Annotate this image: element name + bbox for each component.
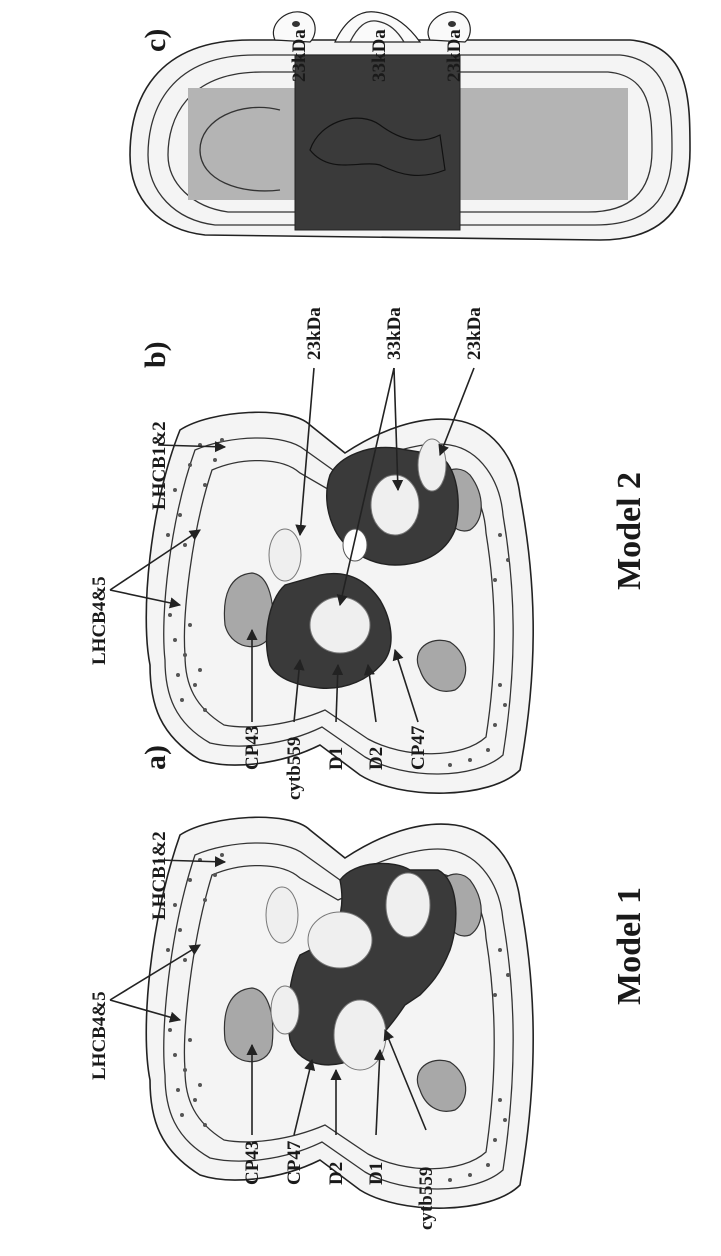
- b-label-cp47: CP47: [408, 725, 429, 770]
- a-label-cp43: CP43: [242, 1141, 263, 1185]
- a-label-cp47: CP47: [284, 1140, 305, 1185]
- b-label-lhcb45: LHCB4&5: [89, 576, 110, 665]
- c-label-33kda: 33kDa: [369, 29, 390, 82]
- b-label-23kda-top: 23kDa: [304, 307, 325, 360]
- model-1-cp43-density: [224, 988, 272, 1062]
- c-label-23kda-top: 23kDa: [289, 29, 310, 82]
- model-2-cp43-density: [224, 573, 272, 647]
- b-label-d1: D1: [326, 747, 347, 770]
- b-label-cytb559: cytb559: [284, 737, 305, 800]
- a-label-lhcb12: LHCB1&2: [149, 831, 170, 920]
- model-2-title: Model 2: [611, 472, 648, 590]
- a-label-lhcb45: LHCB4&5: [89, 991, 110, 1080]
- b-label-cp43: CP43: [242, 726, 263, 770]
- a-label-d1: D1: [366, 1162, 387, 1185]
- c-label-23kda-bottom: 23kDa: [444, 29, 465, 82]
- panel-label-c: c): [139, 29, 172, 52]
- b-label-33kda: 33kDa: [384, 307, 405, 360]
- model-1-map: [146, 817, 533, 1208]
- a-label-d2: D2: [326, 1162, 347, 1185]
- panel-label-a: a): [139, 745, 172, 770]
- b-label-lhcb12: LHCB1&2: [149, 421, 170, 510]
- side-view-map: [130, 12, 690, 240]
- model-1-title: Model 1: [611, 887, 648, 1005]
- b-label-23kda-bottom: 23kDa: [464, 307, 485, 360]
- a-label-cytb559: cytb559: [416, 1167, 437, 1230]
- b-label-d2: D2: [366, 747, 387, 770]
- panel-label-b: b): [139, 341, 172, 368]
